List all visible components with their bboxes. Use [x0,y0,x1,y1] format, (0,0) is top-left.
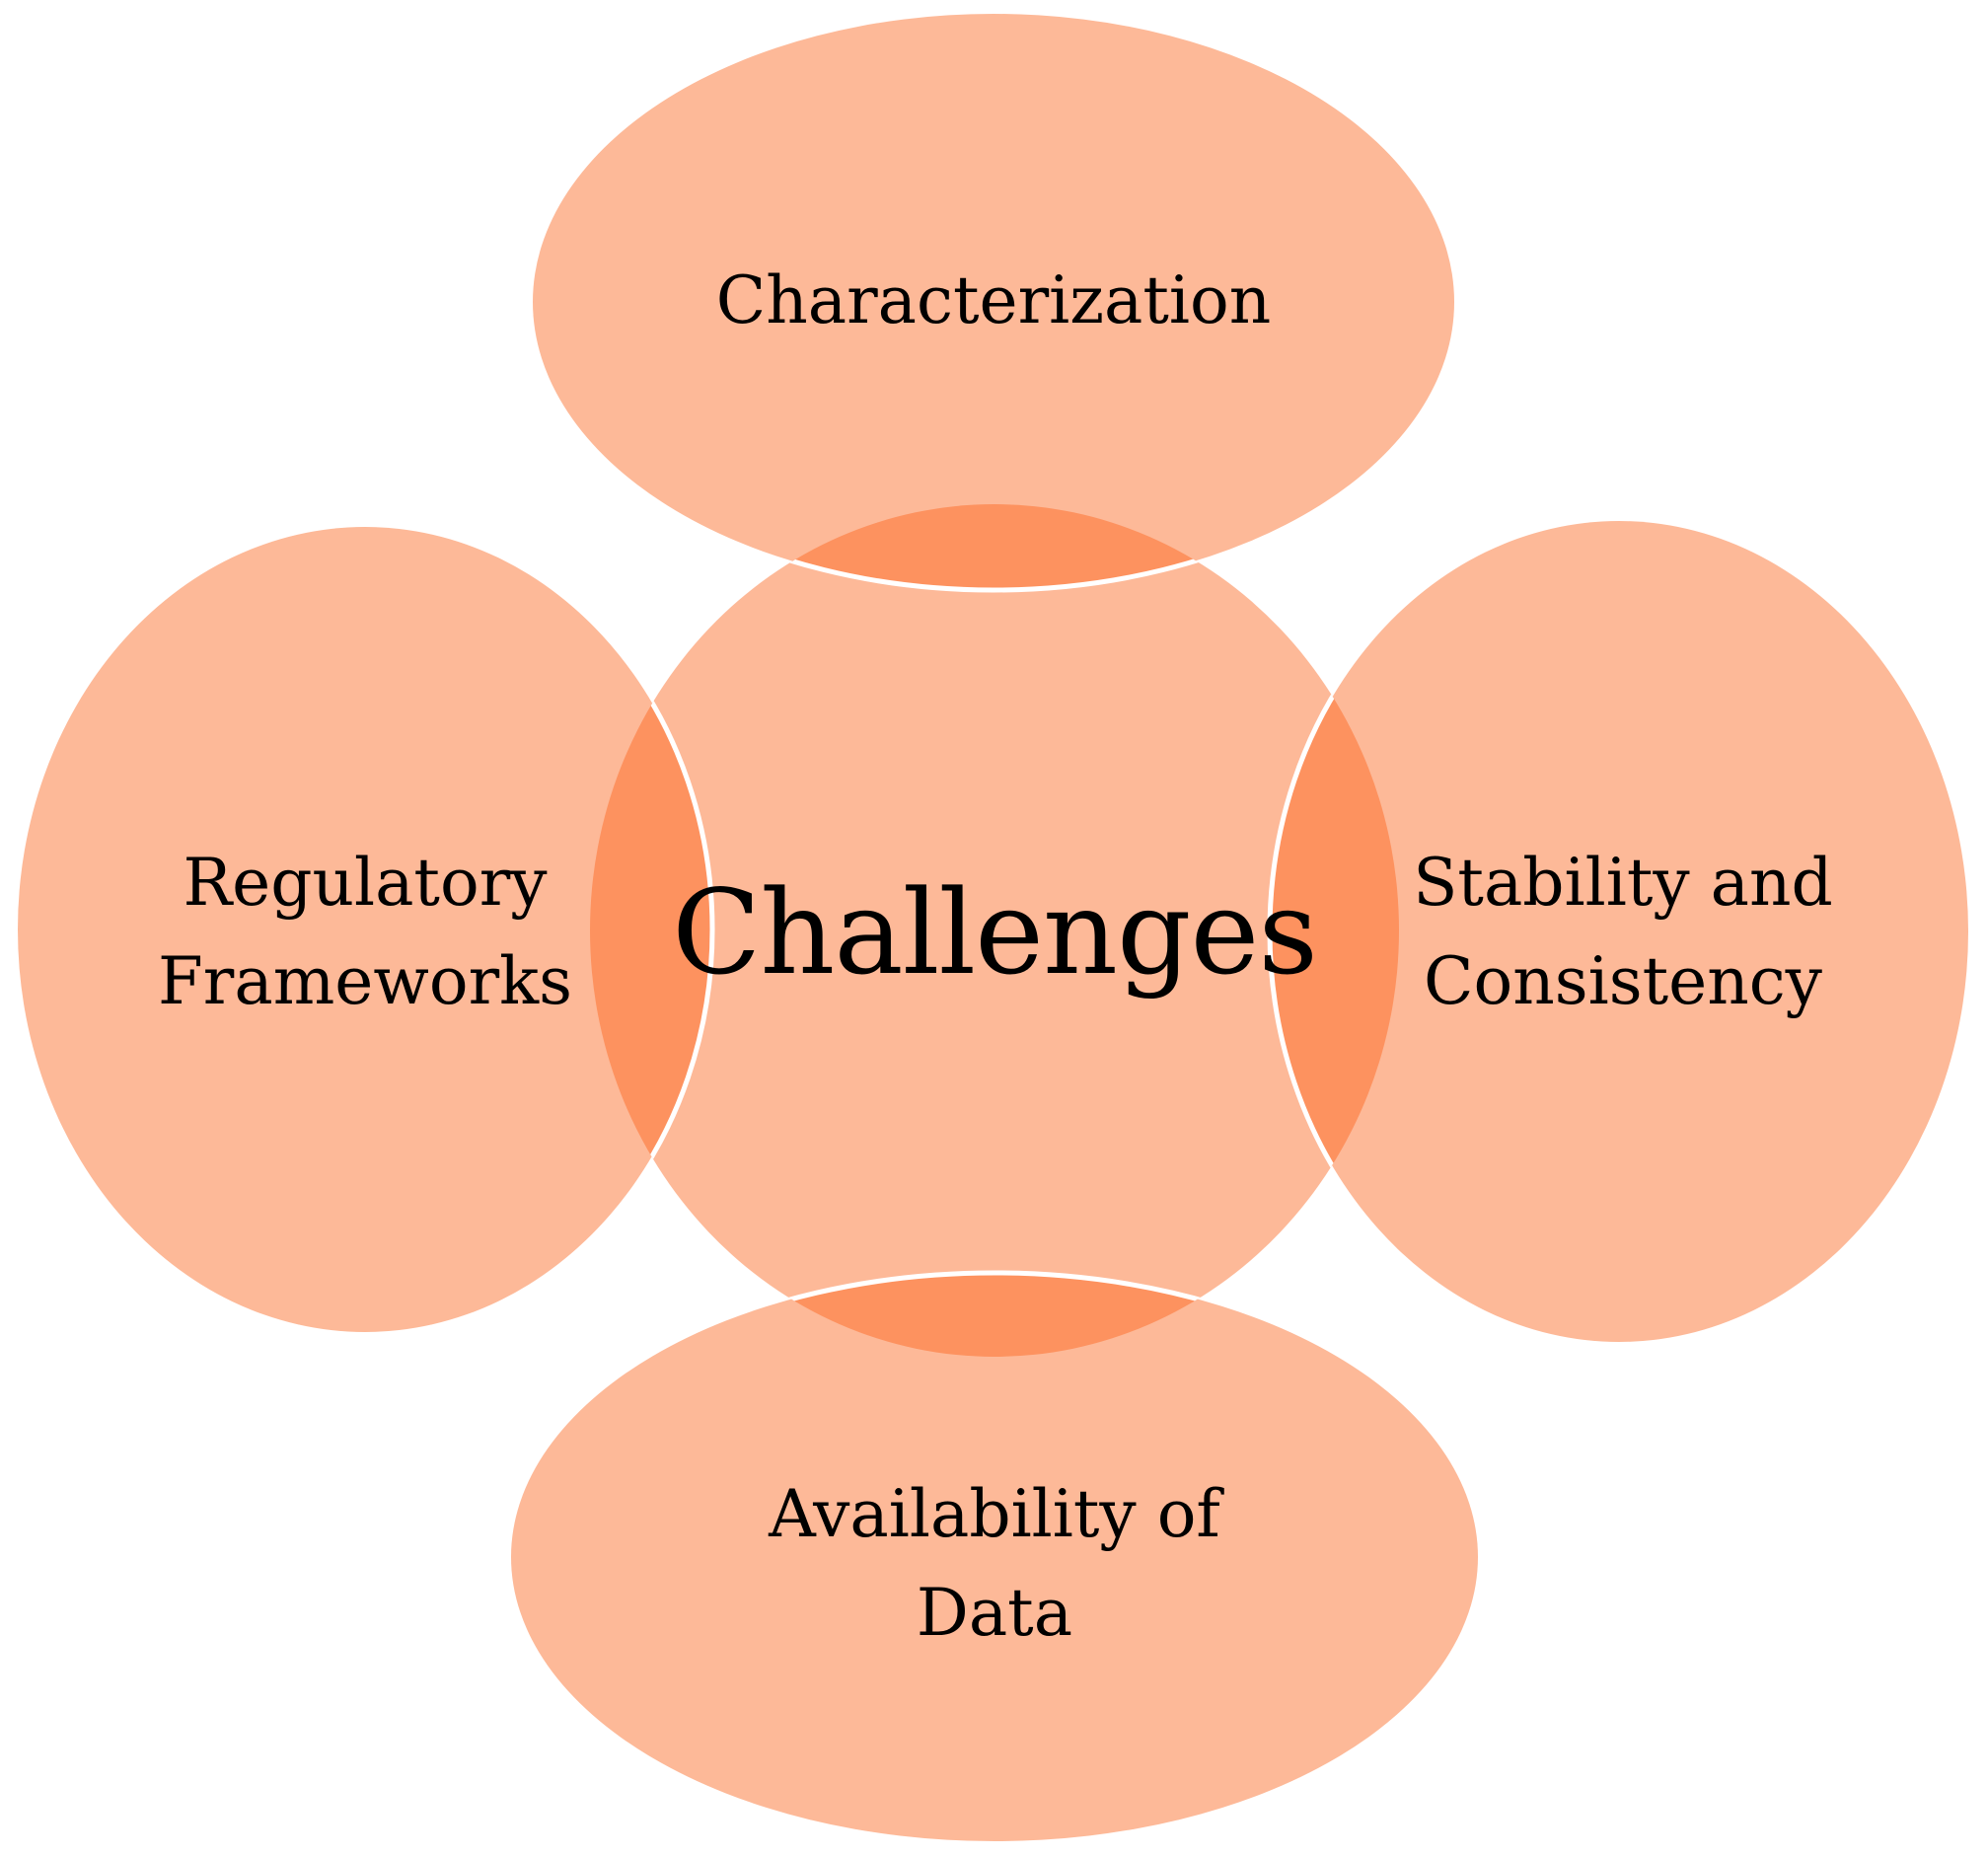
top-petal [533,14,1454,590]
left-petal-label: Regulatory Frameworks [69,834,661,1031]
bottom-petal [511,1273,1478,1841]
center-label: Challenges [649,868,1340,997]
bottom-petal-label: Availability of Data [699,1465,1290,1663]
left-label-line-1: Regulatory [183,845,548,921]
center-circle [590,504,1399,1357]
petal-outlines [590,504,1399,1357]
bottom-label-line-1: Availability of [769,1476,1220,1552]
top-label-line-1: Characterization [715,262,1272,338]
top-petal-label: Characterization [599,252,1388,350]
bottom-petal-outline [590,1270,1399,1357]
right-petal [1270,521,1968,1342]
center-label-text: Challenges [672,864,1318,1001]
bottom-label-line-2: Data [916,1575,1073,1651]
left-petal [18,527,712,1332]
left-petal-outline [590,524,715,1335]
right-label-line-2: Consistency [1424,943,1822,1019]
left-label-line-2: Frameworks [158,943,572,1019]
right-label-line-1: Stability and [1413,845,1833,921]
right-petal-label: Stability and Consistency [1327,834,1919,1031]
top-petal-outline [590,504,1399,593]
right-petal-outline [1267,518,1399,1345]
